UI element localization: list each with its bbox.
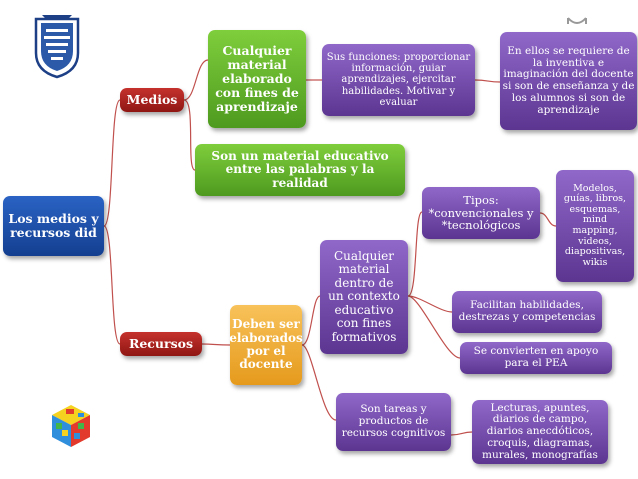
medios-functions-node: Sus funciones: proporcionar información,… [322,44,475,116]
medios-inventiva-node: En ellos se requiere de la inventiva e i… [500,32,637,130]
recursos-contexto-node: Cualquier material dentro de un contexto… [320,240,408,354]
tipos-label: Tipos: *convencionales y *tecnológicos [428,192,534,233]
medios-definition-label: Cualquier material elaborado con fines d… [215,43,299,114]
lecturas-node: Lecturas, apuntes, diarios de campo, dia… [472,400,608,464]
tipos-node: Tipos: *convencionales y *tecnológicos [422,187,540,239]
mask-icon [567,17,587,24]
recursos-contexto-label: Cualquier material dentro de un contexto… [328,248,400,344]
facilitan-label: Facilitan habilidades, destrezas y compe… [458,299,596,323]
apoyo-label: Se convierten en apoyo para el PEA [473,345,599,369]
medios-node: Medios [120,88,184,112]
facilitan-node: Facilitan habilidades, destrezas y compe… [452,291,602,333]
tareas-label: Son tareas y productos de recursos cogni… [341,403,446,439]
crest-logo [34,15,80,79]
apoyo-node: Se convierten en apoyo para el PEA [460,342,612,374]
tipos-ejemplos-node: Modelos, guías, libros, esquemas, mind m… [556,170,634,282]
lecturas-label: Lecturas, apuntes, diarios de campo, dia… [482,401,598,461]
medios-label: Medios [126,92,178,107]
medios-material-label: Son un material educativo entre las pala… [211,148,389,190]
root-node-label: Los medios y recursos did [8,211,99,240]
tipos-ejemplos-label: Modelos, guías, libros, esquemas, mind m… [563,182,627,268]
recursos-label: Recursos [128,336,194,351]
recursos-docente-node: Deben ser elaborados por el docente [229,305,303,385]
medios-definition-node: Cualquier material elaborado con fines d… [208,30,306,128]
puzzle-cube-logo [52,405,90,447]
recursos-docente-label: Deben ser elaborados por el docente [229,317,303,372]
medios-material-node: Son un material educativo entre las pala… [195,144,405,196]
tareas-node: Son tareas y productos de recursos cogni… [336,393,451,451]
recursos-node: Recursos [120,332,202,356]
medios-inventiva-label: En ellos se requiere de la inventiva e i… [502,44,635,116]
medios-functions-label: Sus funciones: proporcionar información,… [326,52,471,108]
root-node: Los medios y recursos did [3,196,104,256]
